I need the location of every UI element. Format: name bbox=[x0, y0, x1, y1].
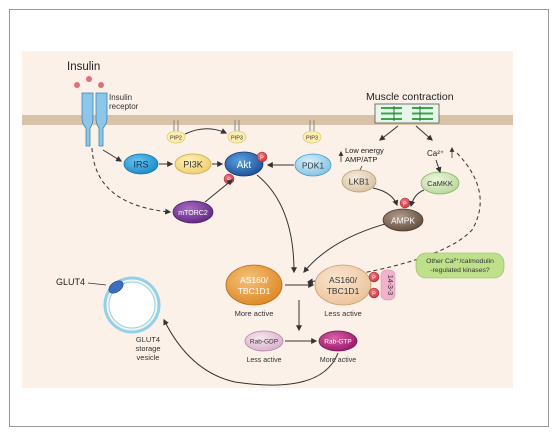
phosphate-icon bbox=[368, 271, 380, 283]
low-energy-label: Low energy bbox=[345, 146, 384, 155]
pip2-label: PIP2 bbox=[170, 136, 182, 142]
receptor-to-mtorc2-dashed-arrow bbox=[91, 147, 172, 215]
as160-active-label: AS160/ bbox=[240, 275, 269, 285]
other-kinases-box bbox=[415, 252, 505, 279]
pip3-label: PIP3 bbox=[306, 136, 318, 142]
sarcomere-icon bbox=[374, 103, 440, 124]
akt-to-as160-arrow bbox=[256, 174, 297, 274]
glut4-storage-vesicle bbox=[103, 276, 161, 334]
plasma-membrane bbox=[22, 115, 513, 125]
ampk-node bbox=[382, 208, 424, 232]
phosphate-label: P bbox=[260, 155, 264, 161]
phosphate-icon bbox=[368, 287, 380, 299]
rab-gdp-state-label: Less active bbox=[246, 357, 281, 364]
rab-gtp-label: Rab-GTP bbox=[324, 339, 351, 346]
phosphate-icon bbox=[256, 151, 268, 163]
amp-atp-label: AMP/ATP bbox=[345, 155, 377, 164]
rab-gdp-label: Rab-GDP bbox=[250, 339, 278, 346]
calcium-to-as160-dashed-arrow bbox=[306, 152, 481, 285]
lkb1-label: LKB1 bbox=[349, 177, 370, 187]
as160-state-label: More active bbox=[235, 309, 274, 318]
rab-gtp-node bbox=[318, 330, 358, 352]
camkk-label: CaMKK bbox=[427, 179, 453, 188]
phosphate-label: P bbox=[372, 275, 376, 281]
insulin-molecule bbox=[98, 82, 104, 88]
protein-14-3-3-label: 14-3-3 bbox=[386, 275, 393, 295]
as160-inactive-label: AS160/ bbox=[329, 275, 358, 285]
mtorc2-to-akt-arrow bbox=[204, 179, 233, 203]
pi3k-node bbox=[174, 153, 212, 175]
akt-node bbox=[224, 151, 264, 177]
calcium-to-camkk-arrow bbox=[435, 159, 442, 174]
calcium-label: Ca²⁺ bbox=[427, 149, 444, 158]
irs-label: IRS bbox=[133, 160, 148, 170]
glut4-vesicle-label: vesicle bbox=[137, 353, 160, 362]
energy-to-lkb1-link bbox=[359, 165, 363, 171]
lkb1-to-ampk-arrow bbox=[372, 187, 399, 207]
mtorc2-node bbox=[172, 200, 214, 224]
protein-14-3-3 bbox=[380, 269, 396, 301]
pip3-lipid bbox=[227, 120, 247, 144]
other-kinases-label: Other Ca²⁺/calmodulin bbox=[426, 258, 494, 265]
as160-inactive-label: TBC1D1 bbox=[327, 286, 360, 296]
as160-active-label: TBC1D1 bbox=[238, 286, 271, 296]
pip3-label: PIP3 bbox=[231, 136, 243, 142]
contraction-to-calcium-arrow bbox=[415, 125, 433, 141]
muscle-contraction-label: Muscle contraction bbox=[366, 91, 454, 103]
ampk-label: AMPK bbox=[391, 216, 415, 226]
glut4-pointer-line bbox=[87, 282, 107, 286]
pip2-to-pip3-arrow bbox=[184, 128, 228, 135]
as160-inactive-node bbox=[314, 264, 372, 306]
phosphate-label: P bbox=[403, 201, 407, 207]
pip3-lipid bbox=[302, 120, 322, 144]
insulin-receptor bbox=[81, 92, 108, 147]
as160-state-label: Less active bbox=[324, 309, 362, 318]
insulin-label: Insulin bbox=[67, 61, 100, 73]
rab-gdp-node bbox=[244, 330, 284, 352]
as160-active-node bbox=[225, 264, 283, 306]
rab-gtp-to-vesicle-arrow bbox=[163, 318, 339, 386]
pi3k-label: PI3K bbox=[183, 160, 203, 170]
pdk1-node bbox=[294, 153, 332, 177]
mtorc2-label: mTORC2 bbox=[178, 210, 208, 217]
receptor-to-irs-arrow bbox=[102, 149, 123, 162]
glut4-label: GLUT4 bbox=[56, 277, 85, 287]
ampk-to-as160-arrow bbox=[303, 223, 386, 273]
glut4-vesicle-label: storage bbox=[135, 344, 160, 353]
pdk1-label: PDK1 bbox=[302, 161, 324, 171]
glut4-transporter-icon bbox=[108, 280, 124, 294]
akt-label: Akt bbox=[237, 160, 252, 171]
camkk-to-ampk-arrow bbox=[409, 189, 425, 208]
irs-node bbox=[123, 153, 159, 175]
insulin-receptor-label: receptor bbox=[109, 102, 139, 111]
contraction-to-energy-arrow bbox=[379, 125, 399, 141]
pip2-lipid bbox=[166, 120, 186, 144]
insulin-molecule bbox=[74, 82, 80, 88]
rab-gtp-state-label: More active bbox=[320, 357, 356, 364]
glut4-vesicle-label: GLUT4 bbox=[136, 335, 160, 344]
phosphate-label: P bbox=[372, 291, 376, 297]
other-kinases-label: -regulated kinases? bbox=[430, 267, 490, 274]
insulin-molecule bbox=[86, 76, 92, 82]
lkb1-node bbox=[341, 169, 377, 193]
insulin-receptor-label: Insulin bbox=[109, 93, 132, 102]
